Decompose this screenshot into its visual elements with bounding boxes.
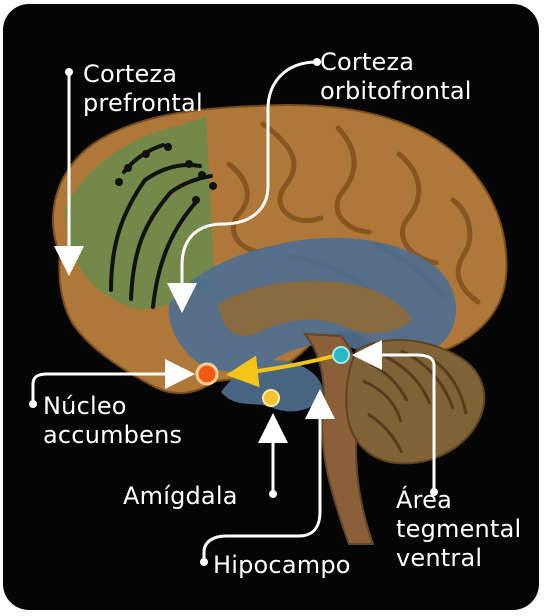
label-nucleo-accumbens: Núcleo accumbens: [43, 392, 182, 450]
diagram-card: Corteza prefrontal Corteza orbitofrontal…: [3, 4, 539, 610]
label-area-tegmental-ventral: Área tegmental ventral: [396, 486, 521, 573]
label-amigdala: Amígdala: [123, 482, 238, 511]
vta-dot: [333, 347, 349, 363]
label-corteza-orbitofrontal: Corteza orbitofrontal: [320, 48, 472, 106]
hipocampo-callout: [204, 395, 320, 562]
label-corteza-prefrontal: Corteza prefrontal: [83, 60, 203, 118]
label-hipocampo: Hipocampo: [213, 551, 351, 580]
amygdala-dot: [263, 390, 279, 406]
nucleus-accumbens-dot: [197, 364, 217, 384]
